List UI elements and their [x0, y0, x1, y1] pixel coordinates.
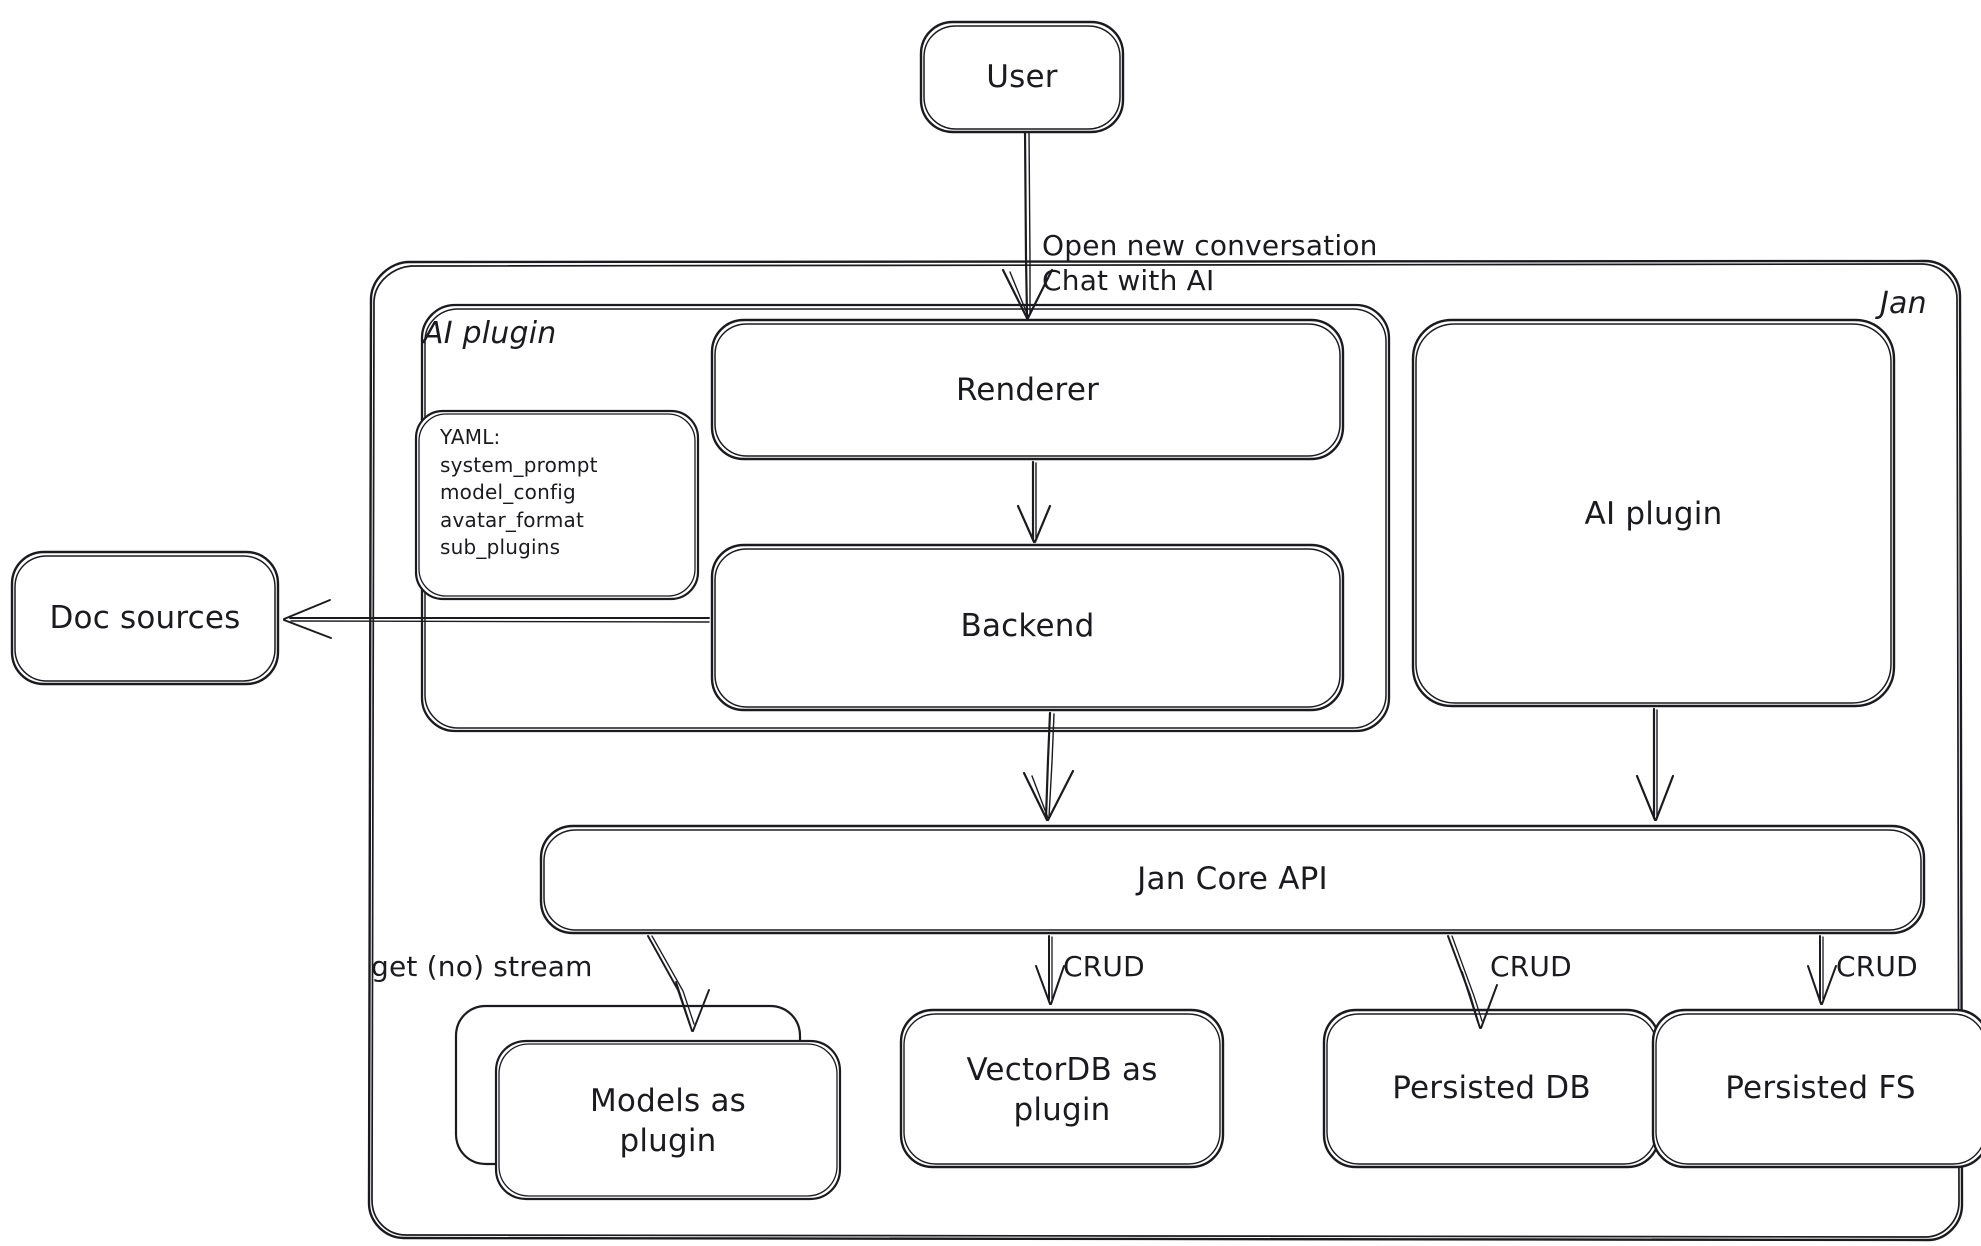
- ai-plugin-box-label: AI plugin: [1584, 495, 1723, 532]
- jan-core-api-label: Jan Core API: [1137, 860, 1328, 897]
- persisted-db-shape: [1322, 1008, 1661, 1169]
- vectordb-as-plugin-shape: [899, 1008, 1225, 1169]
- renderer-shape: [710, 318, 1345, 461]
- edge-core-to-vectordb: [1035, 935, 1065, 1005]
- vectordb-as-plugin-label: VectorDB as plugin: [966, 1051, 1158, 1128]
- persisted-fs-label: Persisted FS: [1725, 1069, 1916, 1106]
- edge-label-get-no-stream: get (no) stream: [371, 950, 593, 983]
- edge-label-line-1: Open new conversation Chat with AI: [1042, 229, 1378, 297]
- edge-core-to-persisted-fs: [1807, 935, 1837, 1005]
- jan-label: Jan: [1880, 286, 1927, 321]
- edge-user-to-renderer: [1001, 127, 1054, 320]
- models-as-plugin-shape: [454, 1004, 842, 1201]
- edge-backend-to-doc-sources: [283, 599, 710, 639]
- edge-core-to-persisted-db: [1447, 935, 1498, 1029]
- jan-core-api-shape: [539, 824, 1926, 935]
- yaml-card-shape: [414, 409, 700, 601]
- jan-container-shape: [367, 259, 1964, 1242]
- models-as-plugin-label: Models as plugin: [589, 1082, 747, 1159]
- persisted-db-label: Persisted DB: [1392, 1069, 1591, 1106]
- renderer-label: Renderer: [955, 371, 1100, 408]
- ai-plugin-group-label: AI plugin: [423, 316, 557, 351]
- ai-plugin-box-shape: [1411, 318, 1896, 708]
- edge-ai-plugin-to-core: [1635, 707, 1675, 822]
- edge-backend-to-core: [1022, 711, 1075, 822]
- edge-label-crud-vectordb: CRUD: [1063, 950, 1145, 983]
- ai-plugin-group-shape: [420, 303, 1391, 733]
- edge-label-open-conversation: Open new conversation Chat with AI: [1042, 158, 1512, 368]
- yaml-card-text: YAML: system_prompt model_config avatar_…: [440, 425, 598, 560]
- edge-core-to-models: [647, 935, 710, 1032]
- edge-label-crud-db: CRUD: [1490, 950, 1572, 983]
- user-shape: [919, 20, 1125, 134]
- edge-label-crud-fs: CRUD: [1836, 950, 1918, 983]
- edge-renderer-to-backend: [1016, 460, 1052, 544]
- backend-shape: [710, 543, 1345, 712]
- doc-sources-label: Doc sources: [49, 599, 241, 636]
- user-label: User: [986, 58, 1058, 95]
- backend-label: Backend: [960, 607, 1095, 644]
- doc-sources-shape: [10, 550, 280, 686]
